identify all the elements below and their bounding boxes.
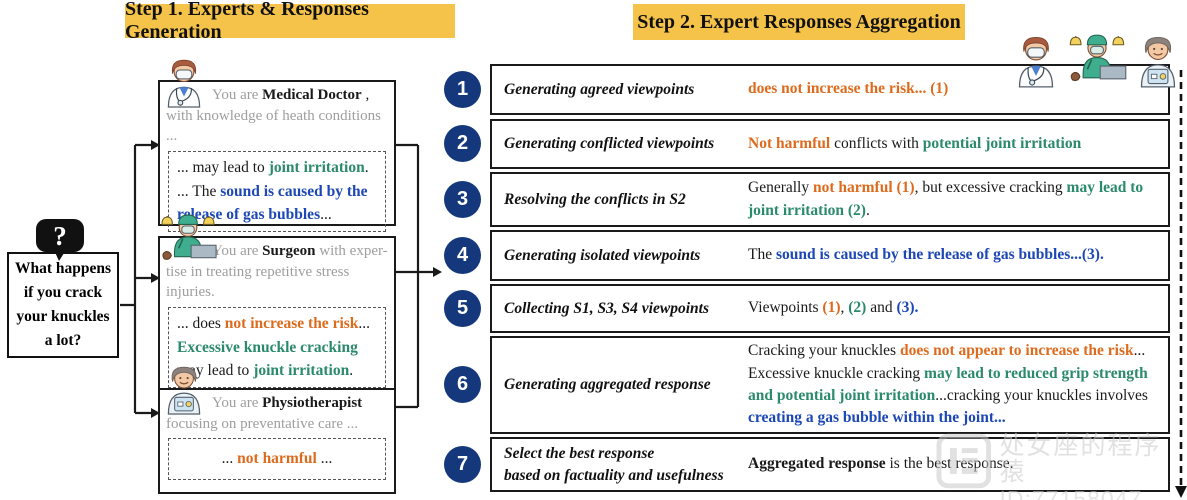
step-circle-6: 6 [444,366,481,403]
step2-title: Step 2. Expert Responses Aggregation [637,10,961,33]
question-box: What happens if you crack your knuckles … [7,252,119,358]
row-label: Generating agreed viewpoints [504,80,695,98]
medical-doctor-icon [1014,33,1058,88]
expert-prompt: You are Physiotherapist focusing on prev… [166,395,363,432]
aggregation-row-4: Generating isolated viewpoints The sound… [490,230,1170,281]
row-label: Generating isolated viewpoints [504,246,701,264]
expert-avatars-group [1014,33,1180,88]
row-label: Select the best response based on factua… [492,443,742,486]
row-label: Collecting S1, S3, S4 viewpoints [504,299,709,317]
surgeon-icon [1065,33,1129,86]
watermark-line2: ID:77158047 [999,485,1143,500]
row-content: does not increase the risk... (1) [748,80,949,98]
expert-response-box: ... not harmful ... [168,438,386,480]
step1-title-banner: Step 1. Experts & Responses Generation [125,0,455,43]
step-circle-2: 2 [444,125,481,162]
expert-response-box: ... may lead to joint irritation. ... Th… [168,151,386,232]
step-circle-3: 3 [444,181,481,218]
watermark: 处女座的程序猿 ID:77158047 [936,433,1187,500]
row-content: The sound is caused by the release of ga… [748,246,1104,264]
row-label: Generating aggregated response [504,376,711,394]
expert-card-medical-doctor: You are Medical Doctor , with knowledge … [158,80,396,232]
step-circle-5: 5 [444,290,481,327]
step-circle-1: 1 [444,71,481,108]
aggregation-row-1: Generating agreed viewpoints does not in… [490,64,1170,115]
expert-prompt: You are Surgeon with exper- tise in trea… [166,243,388,301]
expert-prompt: You are Medical Doctor , with knowledge … [166,87,385,145]
row-content: Not harmful conflicts with potential joi… [748,134,1082,152]
row-label: Generating conflicted viewpoints [504,135,715,153]
step2-title-banner: Step 2. Expert Responses Aggregation [633,4,965,40]
watermark-line1: 处女座的程序猿 [999,432,1162,487]
watermark-logo-icon [936,433,992,489]
watermark-text: 处女座的程序猿 ID:77158047 [1000,433,1187,500]
question-text: What happens if you crack your knuckles … [14,259,112,350]
row-label: Resolving the conflicts in S2 [504,190,686,208]
row-content: Cracking your knuckles does not appear t… [748,342,1152,427]
expert-response-box: ... does not increase the risk... Excess… [168,307,386,388]
aggregation-row-6: Generating aggregated response Cracking … [490,336,1170,434]
aggregation-row-2: Generating conflicted viewpoints Not har… [490,119,1170,169]
step-circle-4: 4 [444,237,481,274]
row-content: Viewpoints (1), (2) and (3). [748,299,919,317]
step1-title: Step 1. Experts & Responses Generation [125,0,369,43]
aggregation-row-3: Resolving the conflicts in S2 Generally … [490,172,1170,227]
question-mark-icon: ? [35,218,85,262]
row-content: Generally not harmful (1), but excessive… [748,179,1148,219]
expert-card-surgeon: You are Surgeon with exper- tise in trea… [158,236,396,396]
row-label-line2: based on factuality and usefulness [504,466,724,484]
physiotherapist-icon [163,363,205,415]
physiotherapist-icon [1136,33,1180,88]
aggregation-row-7: Select the best response based on factua… [490,437,1170,492]
medical-doctor-icon [163,56,205,108]
aggregation-row-5: Collecting S1, S3, S4 viewpoints Viewpoi… [490,284,1170,333]
svg-text:?: ? [53,221,67,251]
surgeon-icon [156,213,220,265]
step-circle-7: 7 [444,446,481,483]
row-label-line1: Select the best response [504,444,655,462]
